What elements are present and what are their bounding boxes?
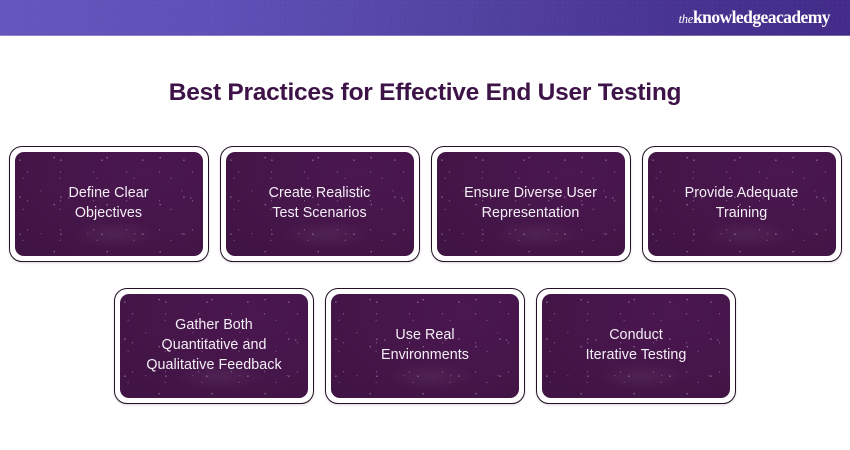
- header-texture: [0, 0, 850, 36]
- practice-card[interactable]: Provide Adequate Training: [641, 146, 842, 262]
- practice-card-surface: Use Real Environments: [331, 294, 519, 398]
- practice-card-label: Ensure Diverse User Representation: [464, 185, 597, 221]
- practice-card[interactable]: Use Real Environments: [325, 288, 525, 404]
- practice-card-label: Use Real Environments: [380, 327, 469, 363]
- header-bar: theknowledgeacademy: [0, 0, 850, 36]
- practice-card[interactable]: Ensure Diverse User Representation: [430, 146, 631, 262]
- practice-card[interactable]: Gather Both Quantitative and Qualitative…: [114, 288, 314, 404]
- brand-logo[interactable]: theknowledgeacademy: [678, 7, 831, 27]
- brand-logo-name: knowledgeacademy: [692, 7, 831, 27]
- best-practices-grid: Define Clear Objectives Create Realistic…: [0, 146, 850, 404]
- practice-card-surface: Gather Both Quantitative and Qualitative…: [120, 294, 308, 398]
- practice-card[interactable]: Create Realistic Test Scenarios: [219, 146, 420, 262]
- brand-logo-prefix: the: [678, 12, 694, 26]
- page-title: Best Practices for Effective End User Te…: [168, 79, 682, 106]
- practice-card-label: Create Realistic Test Scenarios: [268, 185, 371, 221]
- practice-card-label: Conduct Iterative Testing: [585, 327, 687, 363]
- practice-card-surface: Provide Adequate Training: [647, 152, 836, 256]
- practice-card-label: Provide Adequate Training: [684, 185, 799, 221]
- practice-card[interactable]: Conduct Iterative Testing: [536, 288, 736, 404]
- practice-card-label: Gather Both Quantitative and Qualitative…: [146, 317, 282, 373]
- practice-card-surface: Conduct Iterative Testing: [542, 294, 730, 398]
- practice-card-surface: Define Clear Objectives: [14, 152, 203, 256]
- card-row-two: Gather Both Quantitative and Qualitative…: [0, 288, 850, 404]
- practice-card-label: Define Clear Objectives: [68, 185, 149, 221]
- card-row-one: Define Clear Objectives Create Realistic…: [0, 146, 850, 262]
- practice-card[interactable]: Define Clear Objectives: [8, 146, 209, 262]
- practice-card-surface: Ensure Diverse User Representation: [436, 152, 625, 256]
- practice-card-surface: Create Realistic Test Scenarios: [225, 152, 414, 256]
